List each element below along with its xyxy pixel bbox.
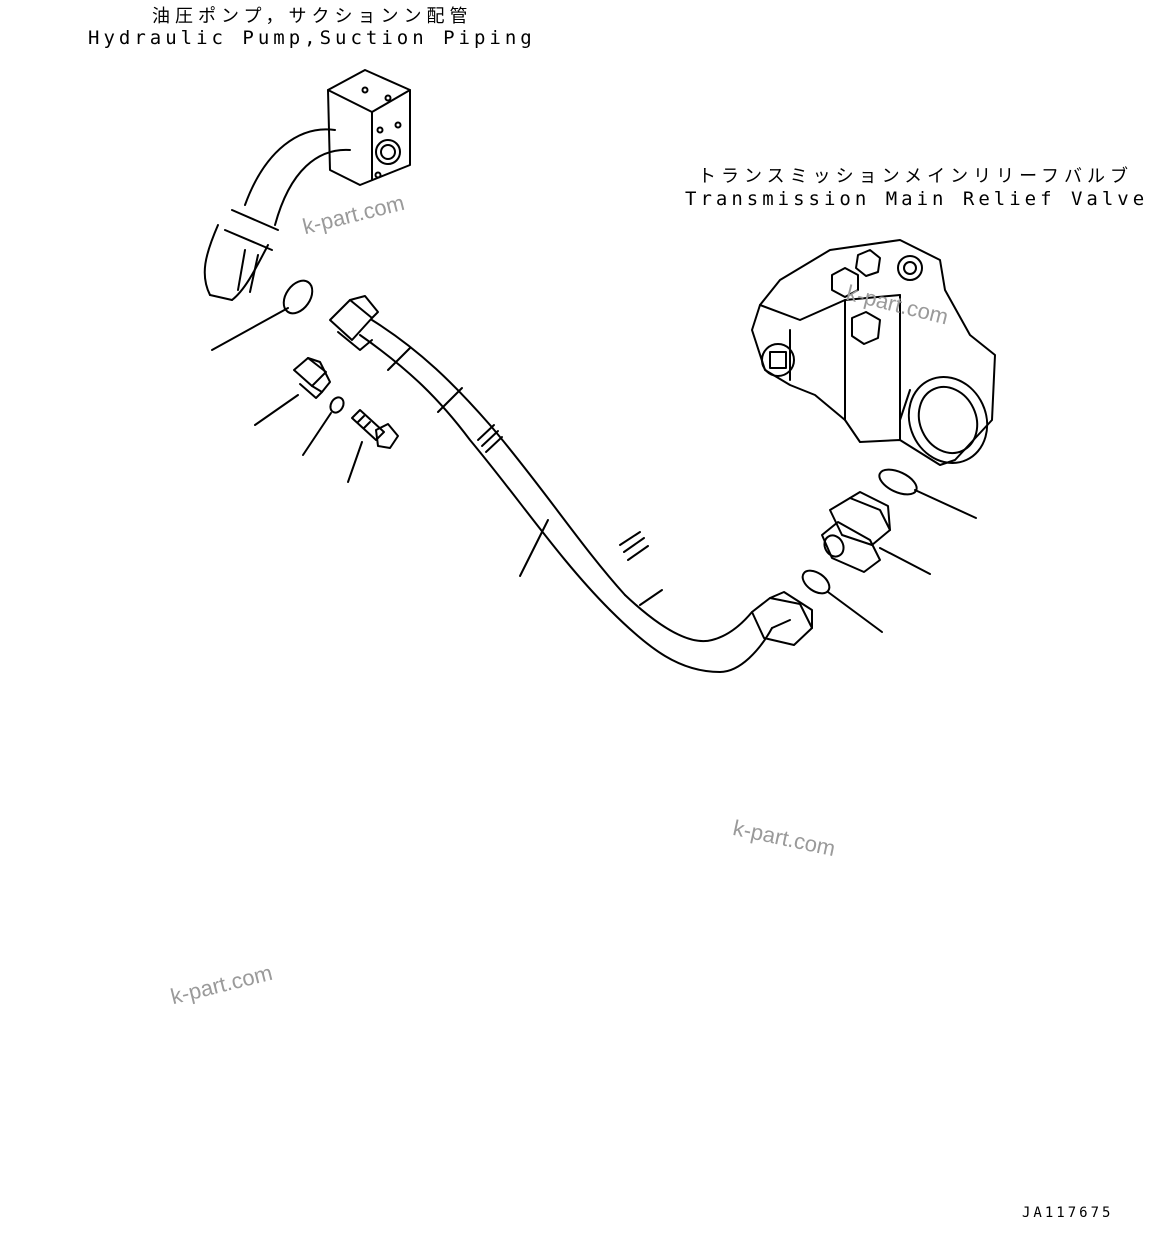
valve-label-jp: トランスミッションメインリリーフバルブ [698,166,1134,187]
connector-fitting [821,491,931,575]
pump-suction-piping [203,69,411,301]
pump-label-jp: 油圧ポンプ，サクションン配管 [152,6,473,27]
o-ring-lower [801,569,883,633]
drawing-code: JA117675 [1022,1205,1114,1221]
pump-label-en: Hydraulic Pump,Suction Piping [88,27,536,49]
hose-leader [519,519,549,577]
valve-label-en: Transmission Main Relief Valve [685,188,1149,210]
split-flange [254,357,331,426]
washer [302,396,345,456]
o-ring-pump [211,279,314,351]
hose-assembly [329,295,813,673]
o-ring-valve [878,468,977,519]
relief-valve [751,239,996,466]
bolt [347,409,399,483]
